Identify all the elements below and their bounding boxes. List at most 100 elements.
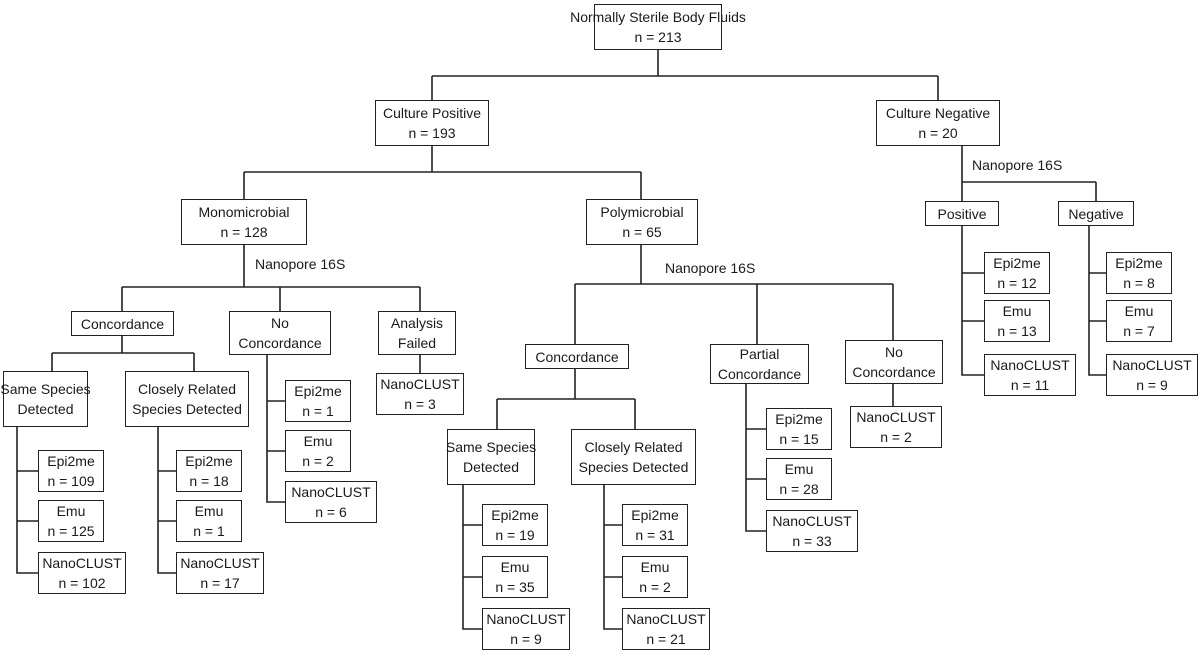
node-mono-noconc-emu: Emu n = 2 (285, 430, 351, 472)
node-text-line: n = 2 (880, 429, 912, 445)
node-text-line: n = 1 (302, 403, 334, 419)
node-text-line: n = 19 (495, 527, 535, 543)
node-text-line: n = 8 (1123, 275, 1155, 291)
node-text-line: n = 21 (646, 631, 686, 647)
node-neg-pos-emu: Emu n = 13 (984, 300, 1050, 342)
node-text-line: Emu (303, 433, 333, 449)
node-neg-neg-epi: Epi2me n = 8 (1106, 252, 1172, 294)
node-text-line: Closely Related (137, 381, 237, 397)
node-text-line: n = 12 (997, 275, 1037, 291)
node-text-line: n = 33 (792, 533, 832, 549)
connector-line (603, 485, 622, 630)
node-text-line: n = 11 (1010, 377, 1050, 393)
node-text-line: Same Species (0, 381, 91, 397)
connector-line (745, 384, 766, 532)
node-text-line: n = 13 (997, 323, 1037, 339)
node-text-line: n = 18 (189, 473, 229, 489)
connector-line (157, 427, 176, 574)
node-text-line: n = 6 (315, 504, 347, 520)
node-text-line: n = 35 (495, 579, 535, 595)
node-text-line: n = 109 (47, 473, 95, 489)
node-text-line: Detected (462, 459, 520, 475)
node-text-line: Concordance (238, 335, 322, 351)
node-text-line: n = 2 (302, 453, 334, 469)
node-text-line: Emu (56, 503, 86, 519)
connector-line (462, 485, 482, 630)
connector-line (961, 226, 984, 376)
node-text-line: NanoCLUST (626, 611, 706, 627)
node-neg-pos-epi: Epi2me n = 12 (984, 252, 1050, 294)
node-poly-close-epi: Epi2me n = 31 (622, 504, 688, 546)
branch-label-poly-nanopore: Nanopore 16S (665, 258, 756, 278)
node-text-line: Emu (1002, 303, 1032, 319)
node-mono-same-nano: NanoCLUST n = 102 (38, 552, 126, 594)
node-neg-negative: Negative (1058, 201, 1134, 226)
connector-line (1088, 226, 1106, 376)
node-text-line: NanoCLUST (42, 555, 122, 571)
node-culture-neg: Culture Negative n = 20 (876, 100, 1000, 146)
node-text-line: n = 7 (1123, 323, 1155, 339)
node-text-line: Emu (640, 559, 670, 575)
node-poly-same-emu: Emu n = 35 (482, 556, 548, 598)
node-text-line: NanoCLUST (380, 376, 460, 392)
node-poly-partial-nano: NanoCLUST n = 33 (766, 510, 858, 552)
node-text-line: n = 102 (58, 575, 106, 591)
branch-label-mono-nanopore: Nanopore 16S (255, 254, 346, 274)
node-text-line: NanoCLUST (772, 513, 852, 529)
node-mono-same-epi: Epi2me n = 109 (38, 450, 104, 492)
node-text-line: n = 3 (404, 396, 436, 412)
node-text-line: Epi2me (1115, 255, 1163, 271)
node-poly-partial-epi: Epi2me n = 15 (766, 408, 832, 450)
node-mono-close-epi: Epi2me n = 18 (176, 450, 242, 492)
node-text-line: n = 20 (918, 125, 958, 141)
node-mono-failed-nano: NanoCLUST n = 3 (376, 373, 464, 415)
node-text-line: Epi2me (631, 507, 679, 523)
node-text-line: n = 9 (510, 631, 542, 647)
connector-line (266, 355, 285, 503)
node-text-line: Monomicrobial (198, 204, 290, 220)
node-mono-noconc-nano: NanoCLUST n = 6 (285, 481, 377, 523)
node-text-line: Emu (500, 559, 530, 575)
node-text-line: NanoCLUST (180, 555, 260, 571)
node-text-line: NanoCLUST (291, 484, 371, 500)
node-text-line: n = 31 (635, 527, 675, 543)
node-mono-conc: Concordance (71, 311, 174, 336)
node-text-line: NanoCLUST (486, 611, 566, 627)
node-text-line: Culture Positive (382, 105, 482, 121)
node-text-line: n = 2 (639, 579, 671, 595)
node-text-line: Epi2me (993, 255, 1041, 271)
node-text-line: n = 125 (47, 523, 95, 539)
node-text-line: Epi2me (47, 453, 95, 469)
node-poly-close-emu: Emu n = 2 (622, 556, 688, 598)
node-neg-pos-nano: NanoCLUST n = 11 (984, 354, 1076, 396)
node-text-line: n = 17 (200, 575, 240, 591)
node-text-line: n = 65 (622, 224, 662, 240)
node-text-line: Emu (784, 461, 814, 477)
node-text-line: n = 128 (220, 224, 268, 240)
node-text-line: Culture Negative (885, 105, 991, 121)
node-neg-positive: Positive (925, 201, 999, 226)
node-text-line: Epi2me (775, 411, 823, 427)
node-text-line: Epi2me (185, 453, 233, 469)
node-mono: Monomicrobial n = 128 (181, 199, 307, 245)
node-text-line: Normally Sterile Body Fluids (570, 9, 746, 25)
node-text-line: NanoCLUST (856, 409, 936, 425)
node-text-line: Analysis (390, 315, 444, 331)
node-text-line: n = 15 (779, 431, 819, 447)
node-mono-close-nano: NanoCLUST n = 17 (176, 552, 264, 594)
node-text-line: NanoCLUST (990, 357, 1070, 373)
node-poly-noconc-nano: NanoCLUST n = 2 (850, 406, 942, 448)
